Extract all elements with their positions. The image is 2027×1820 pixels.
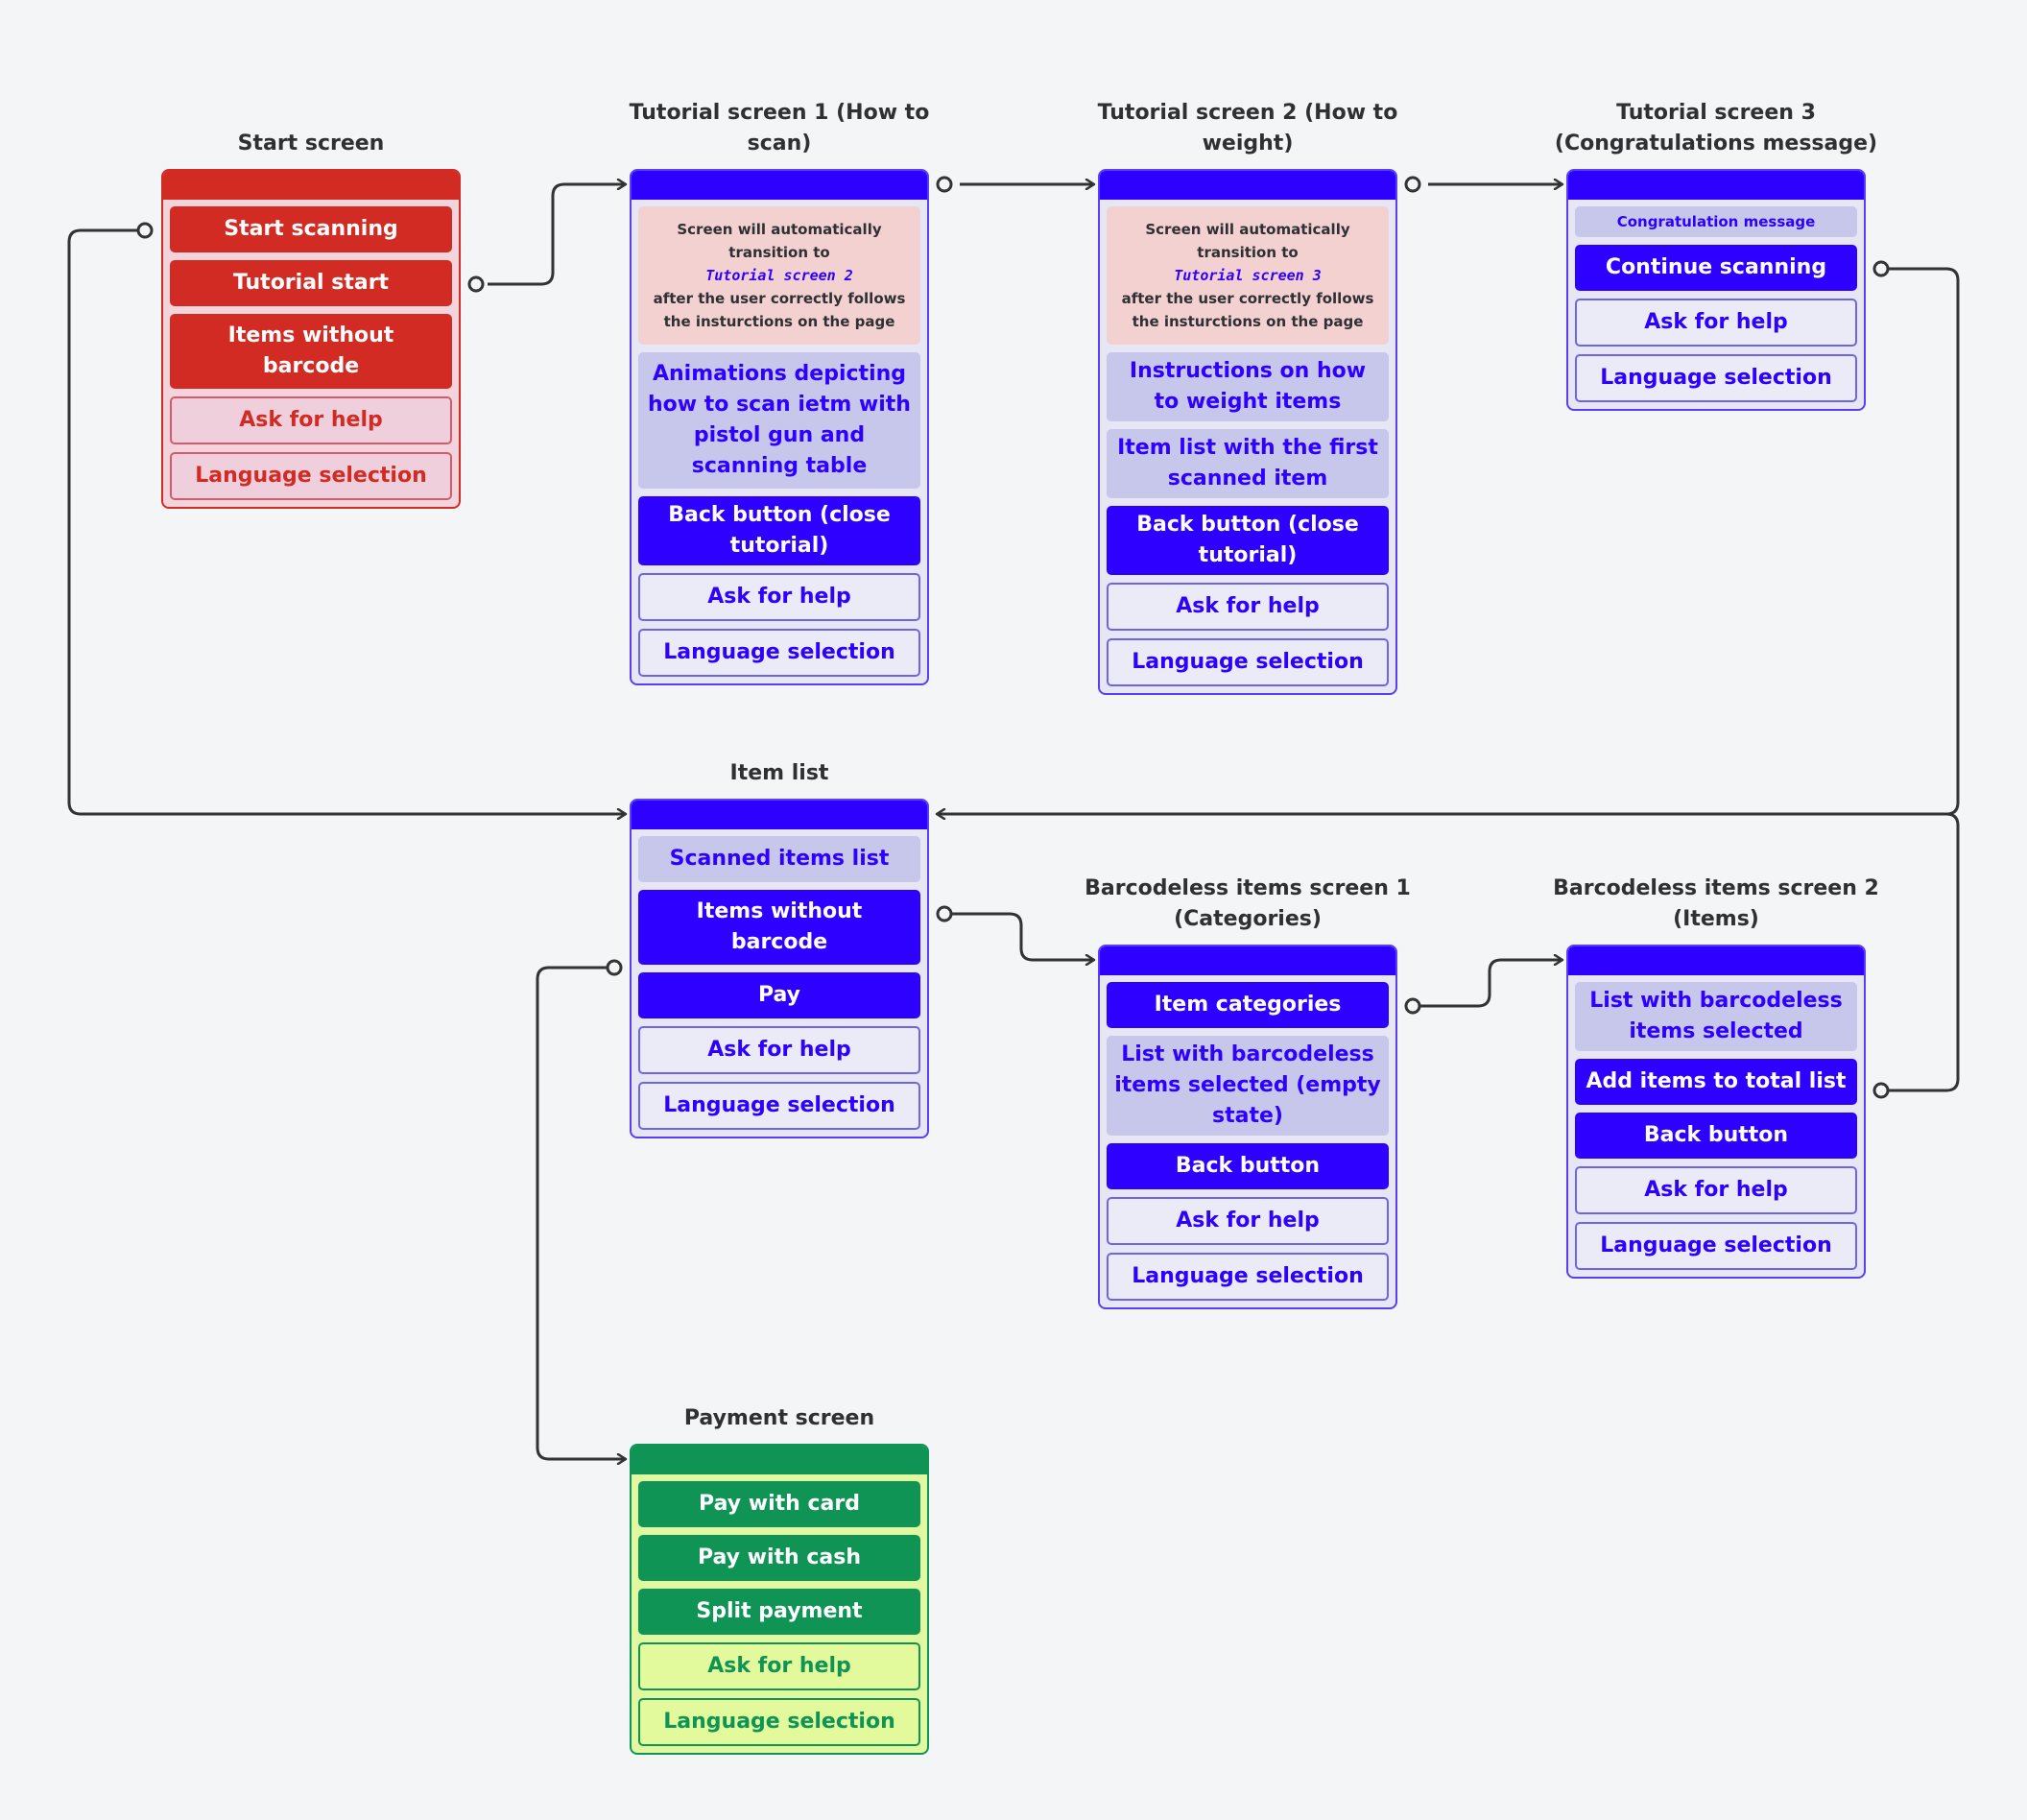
- connector-dot: [136, 222, 154, 239]
- connector-dot: [1872, 1082, 1890, 1099]
- screen-title: Barcodeless items screen 2 (Items): [1553, 876, 1879, 931]
- screen-title: Start screen: [237, 132, 385, 156]
- screen-header: [163, 171, 459, 200]
- screen-reference: Tutorial screen 3: [1174, 267, 1322, 284]
- barcodeless-items-screen-1: Barcodeless items screen 1 (Categories) …: [1085, 876, 1411, 1309]
- screen-title: Payment screen: [683, 1406, 875, 1430]
- connector-barcodeless1-to-barcodeless2: [1420, 960, 1562, 1008]
- items-without-barcode-button[interactable]: Items without barcode: [638, 890, 920, 965]
- tutorial-screen-2: Tutorial screen 2 (How to weight) Screen…: [1098, 101, 1397, 695]
- back-close-tutorial-button[interactable]: Back button (close tutorial): [638, 496, 920, 565]
- ask-for-help-button[interactable]: Ask for help: [1575, 1166, 1857, 1214]
- scan-animation-area: Animations depicting how to scan ietm wi…: [638, 352, 920, 489]
- connector-barcodeless2-to-item-list: [1889, 812, 1960, 1092]
- screen-card: Scanned items list Items without barcode…: [630, 799, 929, 1138]
- connector-dot: [936, 176, 953, 193]
- connector-start-to-item-list: [67, 228, 626, 814]
- screen-header: [1100, 171, 1395, 200]
- screen-card: Screen will automatically transition to …: [630, 169, 929, 685]
- language-selection-button[interactable]: Language selection: [638, 1698, 920, 1746]
- screen-header: [632, 171, 927, 200]
- connector-dot: [606, 959, 623, 976]
- auto-transition-note: Screen will automatically transition to …: [638, 206, 920, 345]
- screen-card: Item categories List with barcodeless it…: [1098, 945, 1397, 1309]
- screen-title: Tutorial screen 1 (How to scan): [629, 101, 930, 156]
- back-button[interactable]: Back button: [1107, 1143, 1389, 1189]
- ask-for-help-button[interactable]: Ask for help: [638, 573, 920, 621]
- connector-dot: [1404, 997, 1421, 1015]
- ask-for-help-button[interactable]: Ask for help: [1575, 299, 1857, 347]
- language-selection-button[interactable]: Language selection: [170, 452, 452, 500]
- screen-header: [632, 1446, 927, 1474]
- add-items-to-total-button[interactable]: Add items to total list: [1575, 1059, 1857, 1105]
- weighing-instructions-area: Instructions on how to weight items: [1107, 352, 1389, 421]
- language-selection-button[interactable]: Language selection: [638, 1082, 920, 1130]
- language-selection-button[interactable]: Language selection: [638, 629, 920, 677]
- tutorial-screen-1: Tutorial screen 1 (How to scan) Screen w…: [630, 101, 929, 685]
- screen-title: Barcodeless items screen 1 (Categories): [1085, 876, 1411, 931]
- language-selection-button[interactable]: Language selection: [1107, 638, 1389, 686]
- ask-for-help-button[interactable]: Ask for help: [638, 1642, 920, 1690]
- split-payment-button[interactable]: Split payment: [638, 1589, 920, 1635]
- continue-scanning-button[interactable]: Continue scanning: [1575, 245, 1857, 291]
- barcodeless-items-screen-2: Barcodeless items screen 2 (Items) List …: [1553, 876, 1879, 1279]
- start-screen: Start screen Start scanning Tutorial sta…: [161, 132, 461, 509]
- pay-with-card-button[interactable]: Pay with card: [638, 1481, 920, 1527]
- tutorial-screen-3: Tutorial screen 3 (Congratulations messa…: [1555, 101, 1877, 411]
- screen-card: Pay with card Pay with cash Split paymen…: [630, 1444, 929, 1755]
- item-categories[interactable]: Item categories: [1107, 982, 1389, 1028]
- screen-reference: Tutorial screen 2: [705, 267, 853, 284]
- connector-dot: [1872, 260, 1890, 277]
- ask-for-help-button[interactable]: Ask for help: [170, 396, 452, 444]
- language-selection-button[interactable]: Language selection: [1575, 354, 1857, 402]
- connector-dot: [936, 905, 953, 922]
- connector-tutorial-start-to-tutorial1: [488, 184, 626, 286]
- connector-pay-to-payment: [536, 966, 626, 1459]
- barcodeless-selection-list: List with barcodeless items selected: [1575, 982, 1857, 1051]
- back-close-tutorial-button[interactable]: Back button (close tutorial): [1107, 506, 1389, 575]
- pay-with-cash-button[interactable]: Pay with cash: [638, 1535, 920, 1581]
- screen-header: [632, 801, 927, 829]
- first-scanned-item-list: Item list with the first scanned item: [1107, 429, 1389, 498]
- screen-title: Item list: [729, 761, 829, 785]
- screen-header: [1568, 171, 1864, 200]
- ask-for-help-button[interactable]: Ask for help: [1107, 583, 1389, 631]
- start-scanning-button[interactable]: Start scanning: [170, 206, 452, 252]
- barcodeless-selection-list-empty: List with barcodeless items selected (em…: [1107, 1036, 1389, 1136]
- tutorial-start-button[interactable]: Tutorial start: [170, 260, 452, 306]
- auto-transition-note: Screen will automatically transition to …: [1107, 206, 1389, 345]
- connector-dot: [467, 275, 485, 293]
- ask-for-help-button[interactable]: Ask for help: [1107, 1197, 1389, 1245]
- connector-dot: [1404, 176, 1421, 193]
- payment-screen: Payment screen Pay with card Pay with ca…: [630, 1406, 929, 1755]
- scanned-items-list: Scanned items list: [638, 836, 920, 882]
- pay-button[interactable]: Pay: [638, 972, 920, 1018]
- items-without-barcode-button[interactable]: Items without barcode: [170, 314, 452, 389]
- screen-header: [1568, 946, 1864, 975]
- screen-title: Tutorial screen 3 (Congratulations messa…: [1554, 101, 1878, 156]
- screen-card: Screen will automatically transition to …: [1098, 169, 1397, 695]
- ask-for-help-button[interactable]: Ask for help: [638, 1026, 920, 1074]
- screen-card: Congratulation message Continue scanning…: [1566, 169, 1866, 411]
- screen-card: List with barcodeless items selected Add…: [1566, 945, 1866, 1279]
- screen-header: [1100, 946, 1395, 975]
- back-button[interactable]: Back button: [1575, 1113, 1857, 1159]
- screen-card: Start scanning Tutorial start Items with…: [161, 169, 461, 509]
- item-list-screen: Item list Scanned items list Items witho…: [630, 761, 929, 1138]
- language-selection-button[interactable]: Language selection: [1107, 1253, 1389, 1301]
- language-selection-button[interactable]: Language selection: [1575, 1222, 1857, 1270]
- congratulation-message: Congratulation message: [1575, 206, 1857, 237]
- screen-title: Tutorial screen 2 (How to weight): [1097, 101, 1398, 156]
- connector-item-list-to-barcodeless1: [952, 912, 1094, 960]
